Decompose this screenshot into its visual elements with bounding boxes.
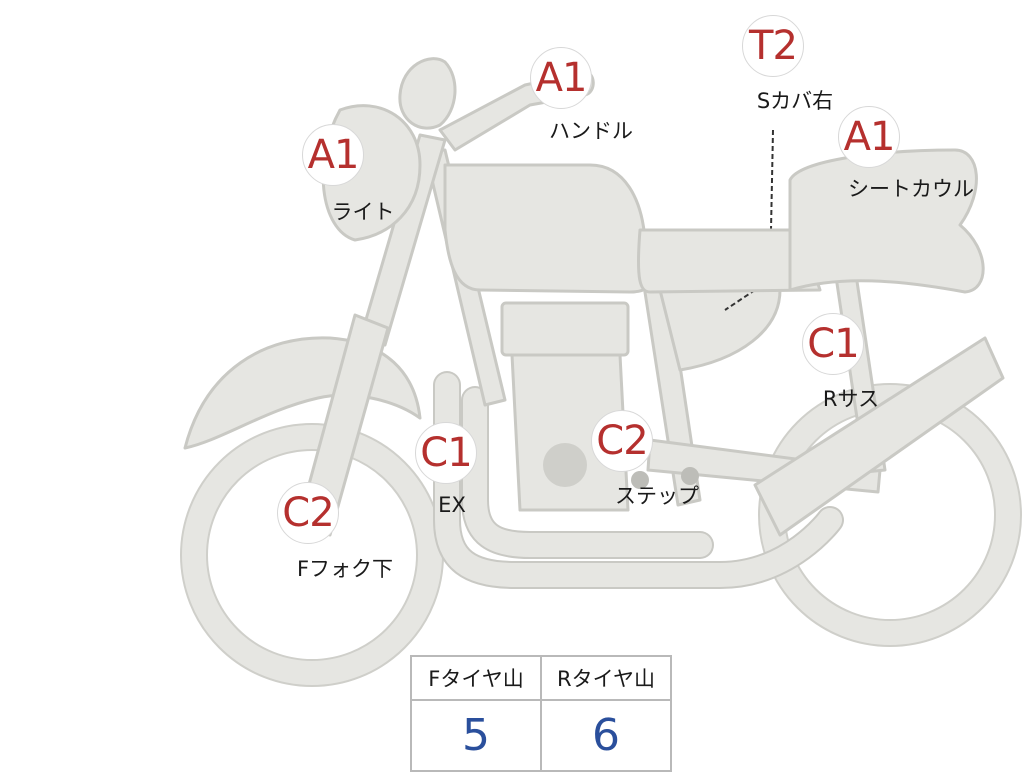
seat [636, 228, 822, 294]
muffler [753, 336, 1005, 537]
grade-badge-front-fork-lower: C2 [277, 482, 339, 544]
label-step: ステップ [615, 484, 699, 508]
engine-head [500, 301, 630, 357]
exhaust-pipe [435, 373, 842, 587]
rear-tire-header: Rタイヤ山 [540, 655, 672, 701]
tire-tread-table: Fタイヤ山 Rタイヤ山 5 6 [410, 655, 672, 772]
label-light: ライト [331, 200, 395, 224]
label-side-cover-right: Sカバ右 [756, 89, 834, 113]
side-cover-leader [724, 129, 774, 311]
label-seat-cowl: シートカウル [848, 177, 974, 201]
front-tire-header: Fタイヤ山 [410, 655, 542, 701]
front-tire-value: 5 [410, 699, 542, 772]
front-fork [358, 133, 447, 347]
grade-badge-light: A1 [302, 124, 364, 186]
engine-block [510, 353, 630, 512]
grade-badge-exhaust: C1 [415, 422, 477, 484]
exhaust-pipe-inner [463, 388, 712, 557]
mirror [398, 57, 457, 130]
engine-cover [543, 443, 587, 487]
grade-badge-step: C2 [591, 410, 653, 472]
grade-badge-rear-suspension: C1 [802, 313, 864, 375]
side-cover [658, 288, 782, 372]
tire-table-header-row: Fタイヤ山 Rタイヤ山 [410, 655, 672, 701]
footpeg [631, 471, 649, 489]
seat-cowl-shape [788, 148, 985, 294]
tire-table-value-row: 5 6 [410, 699, 672, 772]
grade-badge-side-cover-right: T2 [742, 15, 804, 77]
fuel-tank [443, 163, 652, 294]
label-rear-suspension: Rサス [822, 387, 880, 411]
label-exhaust: EX [438, 493, 466, 517]
rear-tire-value: 6 [540, 699, 672, 772]
footpeg-rear [681, 467, 699, 485]
label-handle: ハンドル [549, 119, 633, 143]
label-front-fork-lower: Fフォク下 [296, 557, 394, 581]
grade-badge-handle: A1 [530, 47, 592, 109]
grade-badge-seat-cowl: A1 [838, 106, 900, 168]
